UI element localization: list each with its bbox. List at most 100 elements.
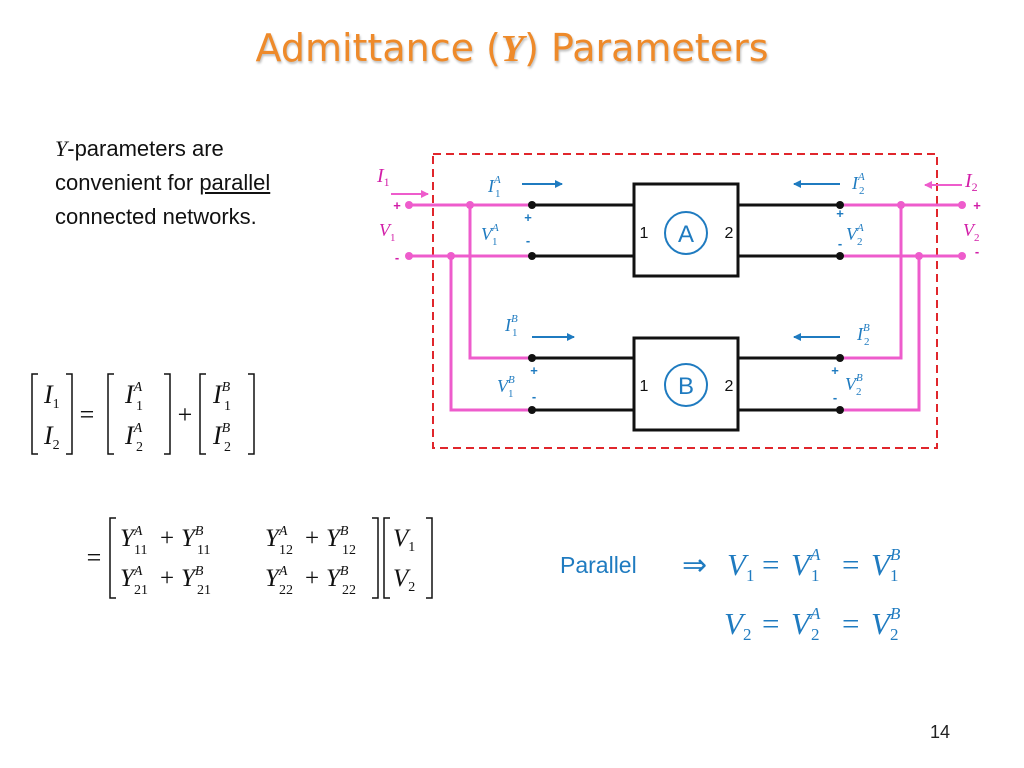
intro-rest-2: connected networks. [55,204,257,229]
junction [915,252,923,260]
intro-symbol: Y [55,136,68,161]
network-a-label: A [678,221,694,248]
label-v2: V2 [963,220,980,244]
wire-b-bottom-right [840,256,921,412]
minus-sign: - [532,389,536,404]
wire-b-top-left [468,205,532,360]
plus-sign: + [973,198,981,213]
terminal [405,201,413,209]
black-nodes [528,201,844,414]
page-number: 14 [930,722,951,742]
title-suffix: ) Parameters [524,26,769,70]
black-wires [532,203,840,412]
plus-sign: + [836,206,844,221]
bracket [199,373,206,455]
network-b-label: B [678,373,694,400]
bracket [372,517,379,599]
pink-nodes [405,201,966,260]
bracket [107,373,114,455]
minus-sign: - [833,390,837,405]
network-a-port1: 1 [640,225,649,242]
intro-text: Y-parameters are convenient for parallel… [55,132,295,234]
network-b-port2: 2 [725,378,734,395]
wire-b-top-right [840,205,903,360]
network-b-box [632,336,740,432]
terminal [958,252,966,260]
minus-sign: - [975,244,979,259]
network-a-circle [664,211,708,255]
bracket [66,373,73,455]
node [528,406,536,414]
label-i1: I1 [376,165,390,189]
plus-sign: + [831,363,839,378]
minus-sign: - [526,233,530,248]
junction [466,201,474,209]
label-i2: I2 [964,170,978,194]
equals-sign: = [80,400,95,429]
label-v1: V1 [379,220,396,244]
wire-b-bottom-left [449,256,532,412]
node [836,201,844,209]
polarity-signs: + - + - + - + - + - + - [393,198,981,405]
network-b-circle [664,363,708,407]
node [528,201,536,209]
minus-sign: - [395,250,399,265]
node [836,354,844,362]
node [836,252,844,260]
title-prefix: Admittance ( [255,26,501,70]
title-symbol: Y [500,28,525,70]
slide-title: Admittance (Y) Parameters [0,26,1024,71]
bracket [383,517,390,599]
plus-sign: + [530,363,538,378]
bracket [31,373,38,455]
i1: I1 [43,380,60,412]
plus-sign: + [393,198,401,213]
v2: V2 [393,565,415,595]
terminal [405,252,413,260]
dashed-enclosure [432,153,938,449]
junction [897,201,905,209]
bracket [426,517,433,599]
implies-arrow: ⇒ [682,549,707,582]
circuit-diagram: A 1 2 B 1 2 [376,153,981,449]
intro-underlined-word: parallel [199,170,271,195]
junction [447,252,455,260]
node [528,252,536,260]
terminal [958,201,966,209]
equals-sign: = [87,543,102,572]
plus-sign: + [524,210,532,225]
minus-sign: - [838,236,842,251]
network-a-box [632,182,740,278]
intro-rest-1: -parameters are convenient for [55,136,224,195]
node [836,406,844,414]
network-b-port1: 1 [640,378,649,395]
bracket [248,373,255,455]
bracket [109,517,116,599]
network-a-port2: 2 [725,225,734,242]
i2: I2 [43,421,60,453]
bracket [164,373,171,455]
node [528,354,536,362]
